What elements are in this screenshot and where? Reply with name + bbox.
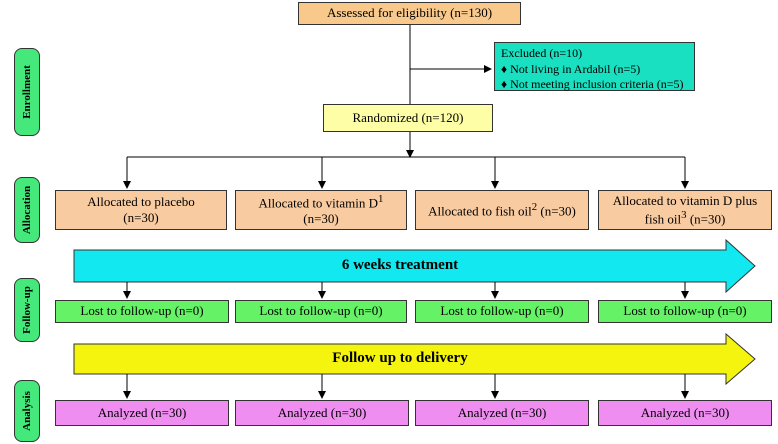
stage-analysis-label: Analysis [21, 391, 33, 431]
delivery-band-arrow [73, 332, 756, 386]
analyzed-box: Analyzed (n=30) [598, 400, 772, 426]
stage-followup: Follow-up [14, 278, 40, 342]
lost-box: Lost to follow-up (n=0) [55, 300, 229, 323]
diamond-bullet-icon: ♦ [501, 61, 508, 76]
stage-allocation-label: Allocation [21, 185, 33, 235]
lost-box: Lost to follow-up (n=0) [235, 300, 407, 323]
excluded-title: Excluded (n=10) [501, 46, 583, 60]
allocation-box-combined: Allocated to vitamin D plus fish oil3 (n… [598, 190, 772, 230]
treatment-label: 6 weeks treatment [341, 257, 459, 273]
excluded-box: Excluded (n=10) ♦Not living in Ardabil (… [494, 42, 695, 91]
lost-box: Lost to follow-up (n=0) [415, 300, 589, 323]
assessed-text: Assessed for eligibility (n=130) [326, 5, 493, 21]
analyzed-box: Analyzed (n=30) [235, 400, 409, 426]
stage-enrollment: Enrollment [14, 48, 40, 136]
randomized-box: Randomized (n=120) [323, 104, 493, 132]
stage-followup-label: Follow-up [21, 286, 33, 334]
delivery-label: Follow up to delivery [332, 350, 468, 366]
lost-box: Lost to follow-up (n=0) [598, 300, 772, 323]
allocation-box-vitamin-d: Allocated to vitamin D1 (n=30) [235, 190, 407, 230]
allocation-box-fish-oil: Allocated to fish oil2 (n=30) [415, 190, 589, 230]
allocation-box-placebo: Allocated to placebo (n=30) [55, 190, 227, 230]
analyzed-box: Analyzed (n=30) [415, 400, 589, 426]
assessed-box: Assessed for eligibility (n=130) [298, 2, 521, 25]
stage-allocation: Allocation [14, 177, 40, 243]
stage-enrollment-label: Enrollment [21, 65, 34, 119]
excluded-item: ♦Not living in Ardabil (n=5) [501, 61, 641, 76]
analyzed-box: Analyzed (n=30) [55, 400, 229, 426]
treatment-band-arrow [73, 238, 756, 294]
stage-analysis: Analysis [14, 380, 40, 442]
randomized-text: Randomized (n=120) [352, 109, 464, 125]
diamond-bullet-icon: ♦ [501, 77, 508, 92]
excluded-item: ♦Not meeting inclusion criteria (n=5) [501, 77, 684, 92]
